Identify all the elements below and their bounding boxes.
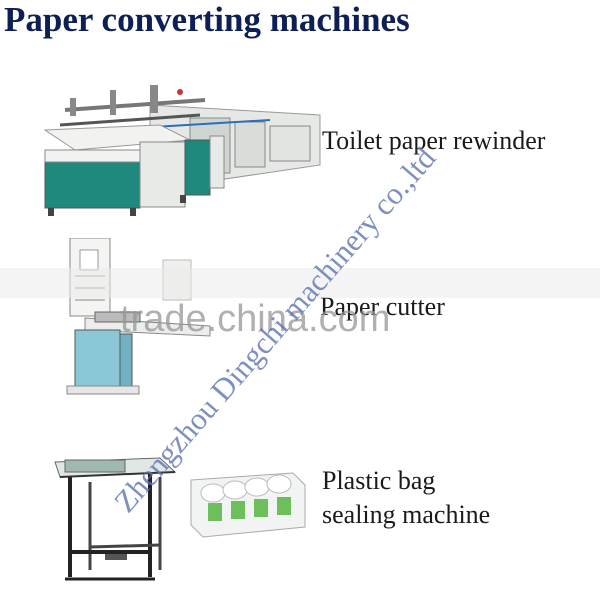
- sealing-label-line2: sealing machine: [322, 500, 491, 529]
- sealing-machine-image: [54, 457, 177, 581]
- packaged-rolls-image: [190, 472, 306, 538]
- watermark-band: [0, 268, 600, 298]
- site-watermark: trade.china.com: [120, 298, 391, 340]
- page-title: Paper converting machines: [4, 0, 410, 39]
- rewinder-label: Toilet paper rewinder: [322, 126, 546, 155]
- sealing-label-line1: Plastic bag: [322, 466, 436, 495]
- rewinder-machine-image: [43, 85, 321, 216]
